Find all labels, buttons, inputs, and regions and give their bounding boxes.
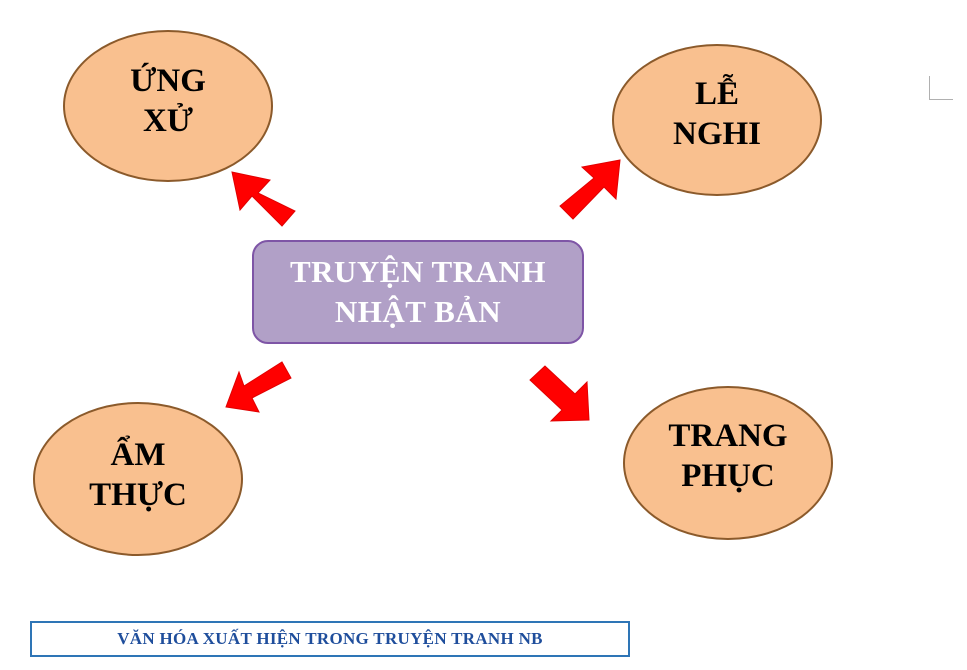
node-le-nghi-line2: NGHI <box>672 116 761 152</box>
arrow-to-trang-phuc-icon <box>529 365 590 422</box>
node-le-nghi-line1: LỄ <box>694 76 739 112</box>
text-boundary-corner-mark <box>929 76 953 100</box>
node-ung-xu-line2: XỬ <box>142 103 194 139</box>
arrow-to-ung-xu-icon <box>231 171 296 227</box>
node-am-thuc-line1: ẨM <box>110 437 166 473</box>
arrow-to-le-nghi-icon <box>559 159 621 220</box>
node-trang-phuc-line1: TRANG <box>668 418 788 454</box>
center-topic-line1: TRUYỆN TRANH <box>289 254 547 289</box>
node-ung-xu-line1: ỨNG <box>130 63 206 99</box>
node-ung-xu-label: ỨNG XỬ <box>130 61 206 141</box>
center-topic-line2: NHẬT BẢN <box>334 294 502 329</box>
center-topic-label: TRUYỆN TRANH NHẬT BẢN <box>290 252 546 332</box>
node-am-thuc[interactable]: ẨM THỰC <box>33 402 243 556</box>
node-trang-phuc[interactable]: TRANG PHỤC <box>623 386 833 540</box>
caption-box: VĂN HÓA XUẤT HIỆN TRONG TRUYỆN TRANH NB <box>30 621 630 657</box>
center-topic-box[interactable]: TRUYỆN TRANH NHẬT BẢN <box>252 240 584 344</box>
node-le-nghi-label: LỄ NGHI <box>673 74 761 154</box>
caption-text: VĂN HÓA XUẤT HIỆN TRONG TRUYỆN TRANH NB <box>117 629 543 648</box>
node-am-thuc-line2: THỰC <box>89 477 187 513</box>
node-trang-phuc-label: TRANG PHỤC <box>668 416 787 496</box>
node-ung-xu[interactable]: ỨNG XỬ <box>63 30 273 182</box>
node-am-thuc-label: ẨM THỰC <box>89 435 187 515</box>
node-trang-phuc-line2: PHỤC <box>681 458 775 494</box>
arrow-to-am-thuc-icon <box>225 361 292 413</box>
node-le-nghi[interactable]: LỄ NGHI <box>612 44 822 196</box>
